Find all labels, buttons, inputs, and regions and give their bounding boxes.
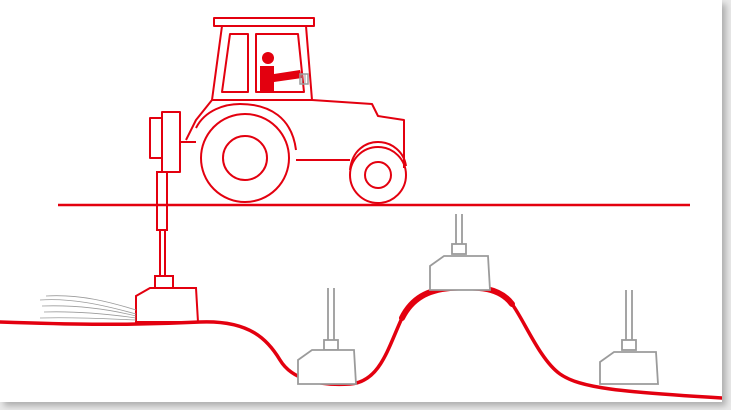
sled-3-body xyxy=(429,255,491,291)
tractor-rear-hitch xyxy=(149,117,163,159)
tractor-front-wheel xyxy=(349,146,407,204)
sled-3-mount xyxy=(451,243,467,255)
tractor-rear-wheel-hub xyxy=(222,135,268,181)
terrain-profile xyxy=(0,285,722,400)
hydraulic-arm xyxy=(154,171,174,289)
tractor-hitch-plate xyxy=(161,111,181,173)
tractor-rear-wheel xyxy=(200,113,290,203)
sled-4-mount xyxy=(621,339,637,351)
tractor-cab-window-right xyxy=(255,33,305,93)
tractor-front-wheel-hub xyxy=(364,161,392,189)
diagram-canvas xyxy=(0,17,722,400)
sled-4-body xyxy=(599,351,659,385)
soil-trail-line-5 xyxy=(45,295,137,311)
terrain-profile-inner xyxy=(399,284,515,321)
arm-cylinder xyxy=(156,171,168,231)
tractor-icon xyxy=(149,17,407,204)
sled-2-body xyxy=(297,349,357,385)
tractor-front-arch xyxy=(349,141,407,171)
soil-trail-line-3 xyxy=(43,311,137,319)
soil-trail-line-4 xyxy=(39,317,137,321)
person-pushing-lever-icon xyxy=(260,52,309,92)
tractor-fender xyxy=(195,103,297,151)
tractor-body-lower xyxy=(185,99,213,141)
tractor-roof xyxy=(213,17,315,27)
operator-head xyxy=(262,52,274,64)
leading-sled xyxy=(39,287,200,323)
tractor-hood xyxy=(311,99,405,168)
soil-trail-line-2 xyxy=(41,305,137,317)
arm-mount xyxy=(154,275,174,289)
leading-sled-body xyxy=(135,287,200,323)
soil-trail-line-1 xyxy=(39,299,137,315)
illustration-card xyxy=(0,0,722,402)
operator-body xyxy=(260,66,302,92)
tractor-cab-window-left xyxy=(221,33,249,93)
trailing-sled-valley xyxy=(297,288,357,385)
operator-lever xyxy=(299,73,309,85)
trailing-sled-right xyxy=(599,290,659,385)
sled-2-mount xyxy=(323,339,339,351)
trailing-sled-hill xyxy=(429,214,491,291)
